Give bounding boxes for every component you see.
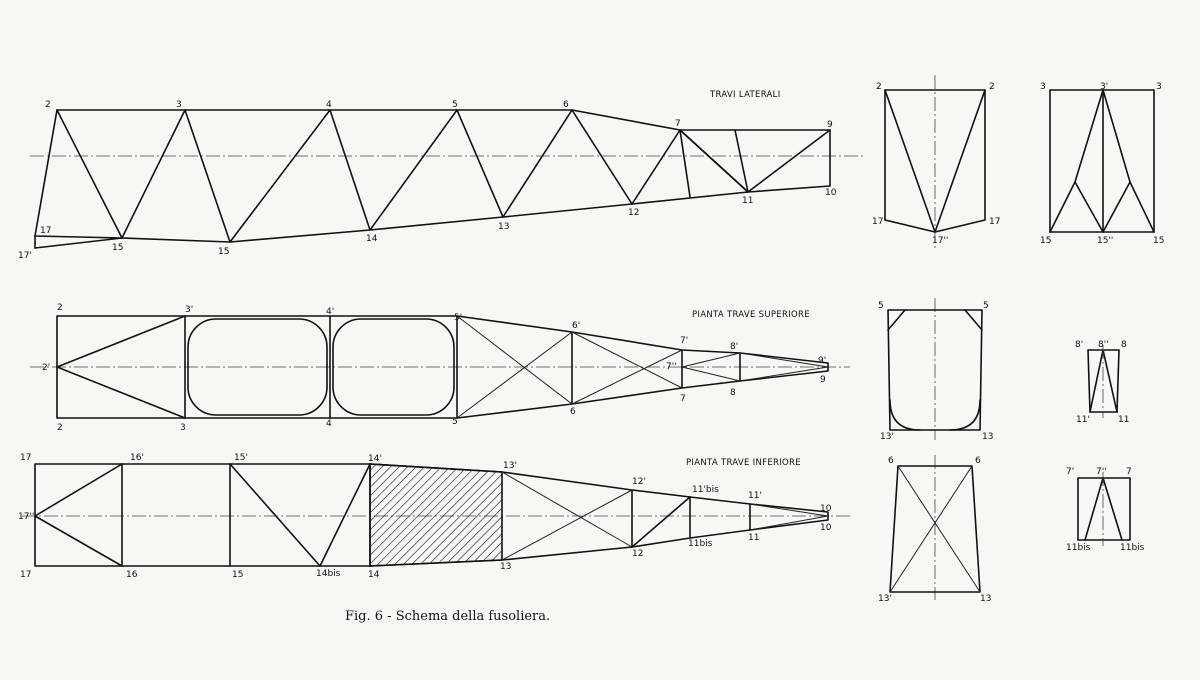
section-label: 13 [982,432,993,442]
node-label: 17' [18,251,32,261]
node-label: 3 [176,100,182,110]
node-label: 9 [820,375,826,385]
node-label: 9 [827,120,833,130]
section-label: 8' [1075,340,1083,350]
node-label: 7 [675,119,681,129]
node-label: 12 [628,208,639,218]
section-label: 6 [975,456,981,466]
node-label: 15 [232,570,243,580]
section-label: 7' [1066,467,1074,477]
section-label: 2 [989,82,995,92]
node-label: 17 [40,226,51,236]
node-label: 16 [126,570,138,580]
node-label: 2 [45,100,51,110]
node-label: 10 [825,188,837,198]
section-5 [887,298,983,440]
node-label: 5 [452,417,458,427]
node-label: 12 [632,549,643,559]
node-label: 3' [185,305,193,315]
section-6 [889,455,981,600]
section-label: 13' [880,432,894,442]
upper-title: PIANTA TRAVE SUPERIORE [692,310,810,320]
section-7 [1077,472,1131,546]
node-label: 15 [218,247,229,257]
section-label: 15'' [1097,236,1113,246]
node-label: 9' [818,356,826,366]
section-label: 11bis [1120,543,1145,553]
section-label: 13' [878,594,892,604]
node-label: 10 [820,504,832,514]
node-label: 11 [748,533,759,543]
node-label: 10 [820,523,832,533]
node-label: 13 [498,222,509,232]
section-label: 11 [1118,415,1129,425]
node-label: 11' [748,491,762,501]
node-label: 13 [500,562,511,572]
node-label: 11 [742,196,753,206]
node-label: 4' [326,307,334,317]
node-label: 7'' [666,362,677,372]
section-label: 7 [1126,467,1132,477]
lateral-truss [30,109,865,249]
section-label: 7'' [1096,467,1107,477]
node-label: 16' [130,453,144,463]
node-label: 14bis [316,569,341,579]
section-label: 11' [1076,415,1090,425]
section-label: 3 [1156,82,1162,92]
node-label: 14' [368,454,382,464]
section-label: 3' [1100,82,1108,92]
section-label: 3 [1040,82,1046,92]
node-label: 4 [326,100,332,110]
node-label: 13' [503,461,517,471]
node-label: 3 [180,423,186,433]
node-label: 4 [326,419,332,429]
section-label: 15 [1153,236,1164,246]
section-label: 2 [876,82,882,92]
section-label: 5 [983,301,989,311]
section-8 [1087,345,1120,418]
node-label: 5' [454,313,462,323]
section-label: 8'' [1098,340,1109,350]
node-label: 7 [680,394,686,404]
section-label: 17' [872,217,886,227]
upper-truss [30,315,850,419]
node-label: 11'bis [692,485,719,495]
node-label: 7' [680,336,688,346]
section-2 [884,75,986,250]
node-label: 15' [234,453,248,463]
lower-truss [22,463,852,567]
node-label: 8' [730,342,738,352]
node-label: 6 [570,407,576,417]
node-label: 17 [20,453,31,463]
node-label: 5 [452,100,458,110]
section-label: 17 [989,217,1000,227]
section-label: 8 [1121,340,1127,350]
lower-title: PIANTA TRAVE INFERIORE [686,458,801,468]
section-3 [1049,89,1155,233]
node-label: 14 [368,570,380,580]
node-label: 14 [366,234,378,244]
node-label: 2' [42,363,50,373]
figure-caption: Fig. 6 - Schema della fusoliera. [345,609,550,624]
section-label: 15 [1040,236,1051,246]
node-label: 6' [572,321,580,331]
section-label: 6 [888,456,894,466]
node-label: 15 [112,243,123,253]
node-label: 2 [57,303,63,313]
node-label: 17'' [18,512,34,522]
node-label: 12' [632,477,646,487]
section-label: 5 [878,301,884,311]
section-label: 11bis [1066,543,1091,553]
node-label: 2 [57,423,63,433]
node-label: 17 [20,570,31,580]
node-label: 6 [563,100,569,110]
node-label: 11bis [688,539,713,549]
section-label: 13 [980,594,991,604]
lateral-title: TRAVI LATERALI [709,90,781,100]
node-label: 8 [730,388,736,398]
section-label: 17'' [932,236,948,246]
